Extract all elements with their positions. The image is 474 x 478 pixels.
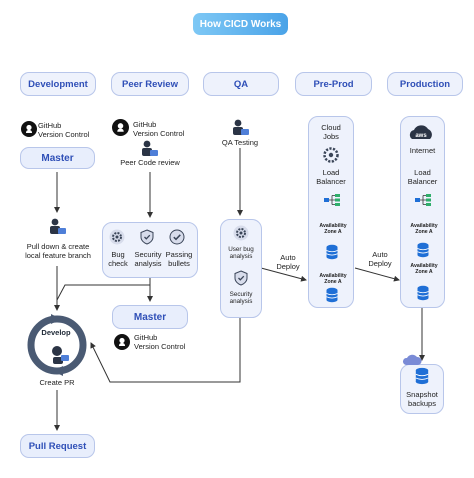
- load-balancer-icon: [324, 193, 340, 206]
- stage-qa: QA: [203, 72, 279, 96]
- preprod-zone-a-label-2: Availability Zone A: [319, 273, 347, 285]
- internet-label: Internet: [409, 146, 436, 155]
- database-icon: [415, 367, 429, 385]
- stage-production: Production: [387, 72, 463, 96]
- gear-icon: [233, 225, 249, 241]
- database-icon: [326, 287, 338, 303]
- peer-master-branch: Master: [112, 305, 188, 329]
- prod-zone-a-label-2: Availability Zone A: [410, 263, 438, 275]
- dev-github-label: GitHub Version Control: [38, 121, 90, 139]
- database-icon: [417, 285, 429, 301]
- stage-peer-review: Peer Review: [111, 72, 189, 96]
- peer-github-label-2: GitHub Version Control: [134, 333, 186, 351]
- developer-icon: [230, 118, 250, 138]
- database-icon: [417, 242, 429, 258]
- develop-label: Develop: [41, 328, 71, 337]
- page-title: How CICD Works: [193, 13, 288, 35]
- preprod-load-balancer-label: Load Balancer: [316, 168, 346, 186]
- qa-security-analysis-label: Security analysis: [229, 291, 253, 306]
- cloud-icon: [402, 353, 422, 365]
- bug-check-label: Bug check: [108, 250, 128, 268]
- svg-text:aws: aws: [415, 133, 427, 139]
- peer-code-review-label: Peer Code review: [120, 158, 180, 167]
- passing-bullets-label: Passing bullets: [165, 250, 193, 268]
- pull-request-pill: Pull Request: [20, 434, 95, 458]
- shield-icon: [233, 270, 249, 286]
- create-pr-label: Create PR: [39, 378, 75, 387]
- prod-zone-a-label-1: Availability Zone A: [410, 223, 438, 235]
- dev-master-branch: Master: [20, 147, 95, 169]
- github-icon: [114, 334, 130, 350]
- qa-auto-deploy-label: Auto Deploy: [276, 253, 300, 271]
- shield-icon: [139, 229, 155, 245]
- developer-icon: [139, 139, 159, 159]
- stage-development: Development: [20, 72, 96, 96]
- aws-icon: aws: [406, 125, 436, 141]
- preprod-cluster-box: [308, 116, 354, 308]
- prod-load-balancer-label: Load Balancer: [407, 168, 438, 186]
- user-bug-analysis-label: User bug analysis: [228, 246, 254, 261]
- snapshot-backups-label: Snapshot backups: [406, 390, 438, 408]
- developer-icon: [47, 217, 67, 237]
- production-cluster-box: [400, 116, 445, 308]
- gear-icon: [109, 229, 125, 245]
- preprod-auto-deploy-label: Auto Deploy: [368, 250, 392, 268]
- qa-testing-label: QA Testing: [221, 138, 259, 147]
- github-icon: [112, 119, 129, 136]
- database-icon: [326, 244, 338, 260]
- cycle-icon: [25, 313, 89, 377]
- security-analysis-label: Security analysis: [134, 250, 162, 268]
- pull-down-label: Pull down & create local feature branch: [25, 242, 91, 260]
- stage-pre-prod: Pre-Prod: [295, 72, 372, 96]
- gear-icon: [323, 147, 339, 163]
- github-icon: [21, 121, 37, 137]
- cloud-jobs-label: Cloud Jobs: [321, 123, 341, 141]
- peer-github-label: GitHub Version Control: [133, 120, 185, 138]
- preprod-zone-a-label-1: Availability Zone A: [319, 223, 347, 235]
- load-balancer-icon: [415, 193, 431, 206]
- check-circle-icon: [169, 229, 185, 245]
